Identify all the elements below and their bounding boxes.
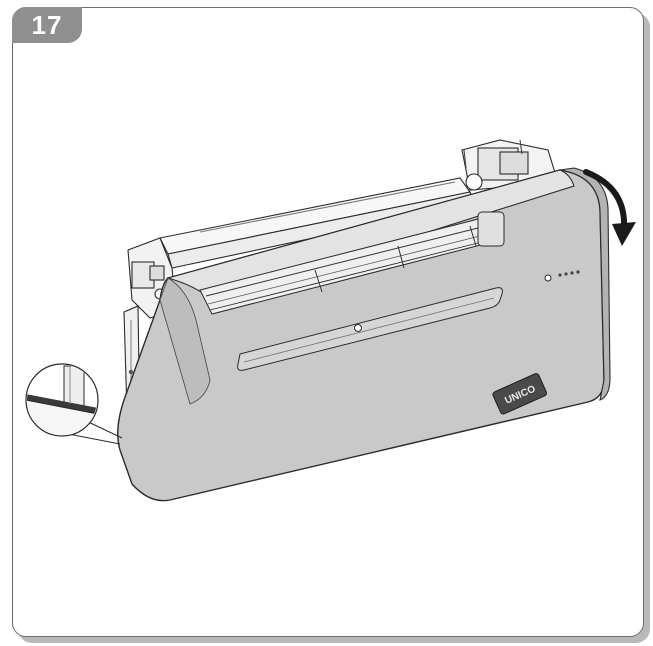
step-number-badge: 17 [12,7,82,43]
front-panel [117,167,611,502]
brand-logo: UNICO [492,373,547,415]
detail-magnifier [25,363,123,445]
status-indicator-lights [544,270,580,282]
rotation-arrow-icon [583,169,636,246]
